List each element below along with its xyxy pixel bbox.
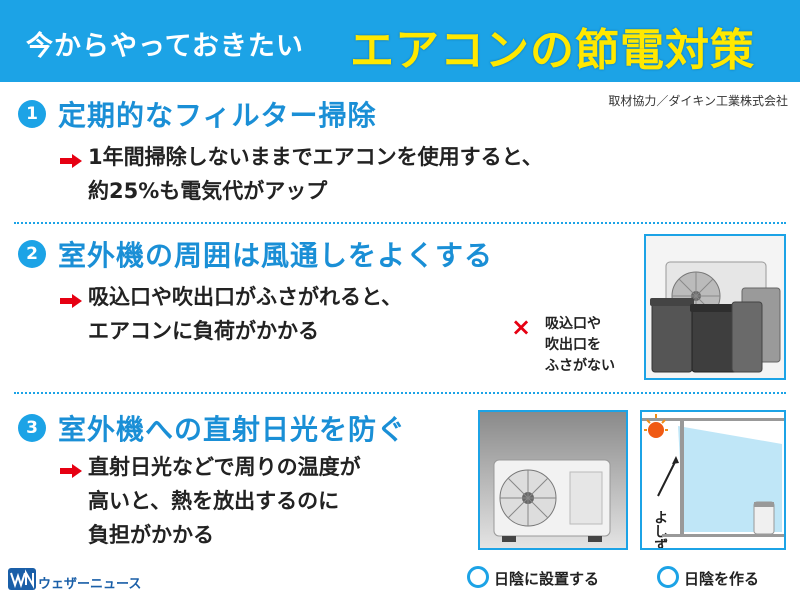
header-subtitle: 今からやっておきたい (26, 31, 304, 62)
section-2-title: 室外機の周囲は風通しをよくする (58, 239, 494, 272)
section-1-body: 1年間掃除しないままでエアコンを使用すると、 約25%も電気代がアップ (88, 140, 543, 208)
shade-install-illustration (478, 410, 628, 550)
section-3-line-2: 高いと、熱を放出するのに (88, 489, 340, 513)
divider (14, 392, 786, 394)
blocked-note-line-1: 吸込口や (545, 316, 601, 332)
section-3-line-1: 直射日光などで周りの温度が (88, 455, 361, 479)
shade-make-illustration: よしず (640, 410, 786, 550)
circle-mark-icon (467, 566, 489, 588)
section-2-line-1: 吸込口や吹出口がふさがれると、 (88, 285, 403, 309)
blocked-note-line-3: ふさがない (545, 358, 615, 374)
section-2-number: 2 (18, 240, 46, 268)
section-2-line-2: エアコンに負荷がかかる (88, 319, 319, 343)
section-3-body: 直射日光などで周りの温度が 高いと、熱を放出するのに 負担がかかる (88, 450, 361, 552)
shade-make-caption: 日陰を作る (684, 570, 760, 588)
blocked-note: 吸込口や 吹出口を ふさがない (545, 314, 615, 377)
arrow-icon (60, 154, 82, 168)
weathernews-logo-icon (8, 568, 36, 590)
section-3-title: 室外機への直射日光を防ぐ (58, 413, 407, 446)
section-1-number: 1 (18, 100, 46, 128)
blocked-unit-image (646, 236, 784, 378)
section-3-line-3: 負担がかかる (88, 523, 214, 547)
section-1-line-1: 1年間掃除しないままでエアコンを使用すると、 (88, 145, 543, 169)
divider (14, 222, 786, 224)
arrow-icon (60, 464, 82, 478)
blocked-unit-illustration (644, 234, 786, 380)
yoshizu-label: よしず (652, 510, 668, 548)
shade-install-caption: 日陰に設置する (494, 570, 600, 588)
sunshade-image: よしず (642, 412, 784, 548)
circle-mark-icon (657, 566, 679, 588)
header-banner: 今からやっておきたい エアコンの節電対策 (0, 0, 800, 82)
credit-text: 取材協力／ダイキン工業株式会社 (608, 94, 788, 108)
sun-icon (648, 422, 664, 438)
prohibit-icon: × (511, 313, 532, 341)
logo-text: ウェザーニュース (38, 577, 142, 592)
shaded-unit-image (480, 412, 626, 548)
arrow-icon (60, 294, 82, 308)
section-2-body: 吸込口や吹出口がふさがれると、 エアコンに負荷がかかる (88, 280, 402, 348)
header-title: エアコンの節電対策 (350, 25, 755, 76)
blocked-note-line-2: 吹出口を (545, 337, 601, 353)
section-1-title: 定期的なフィルター掃除 (58, 99, 377, 132)
section-1-line-2: 約25%も電気代がアップ (88, 179, 328, 203)
section-3-number: 3 (18, 414, 46, 442)
